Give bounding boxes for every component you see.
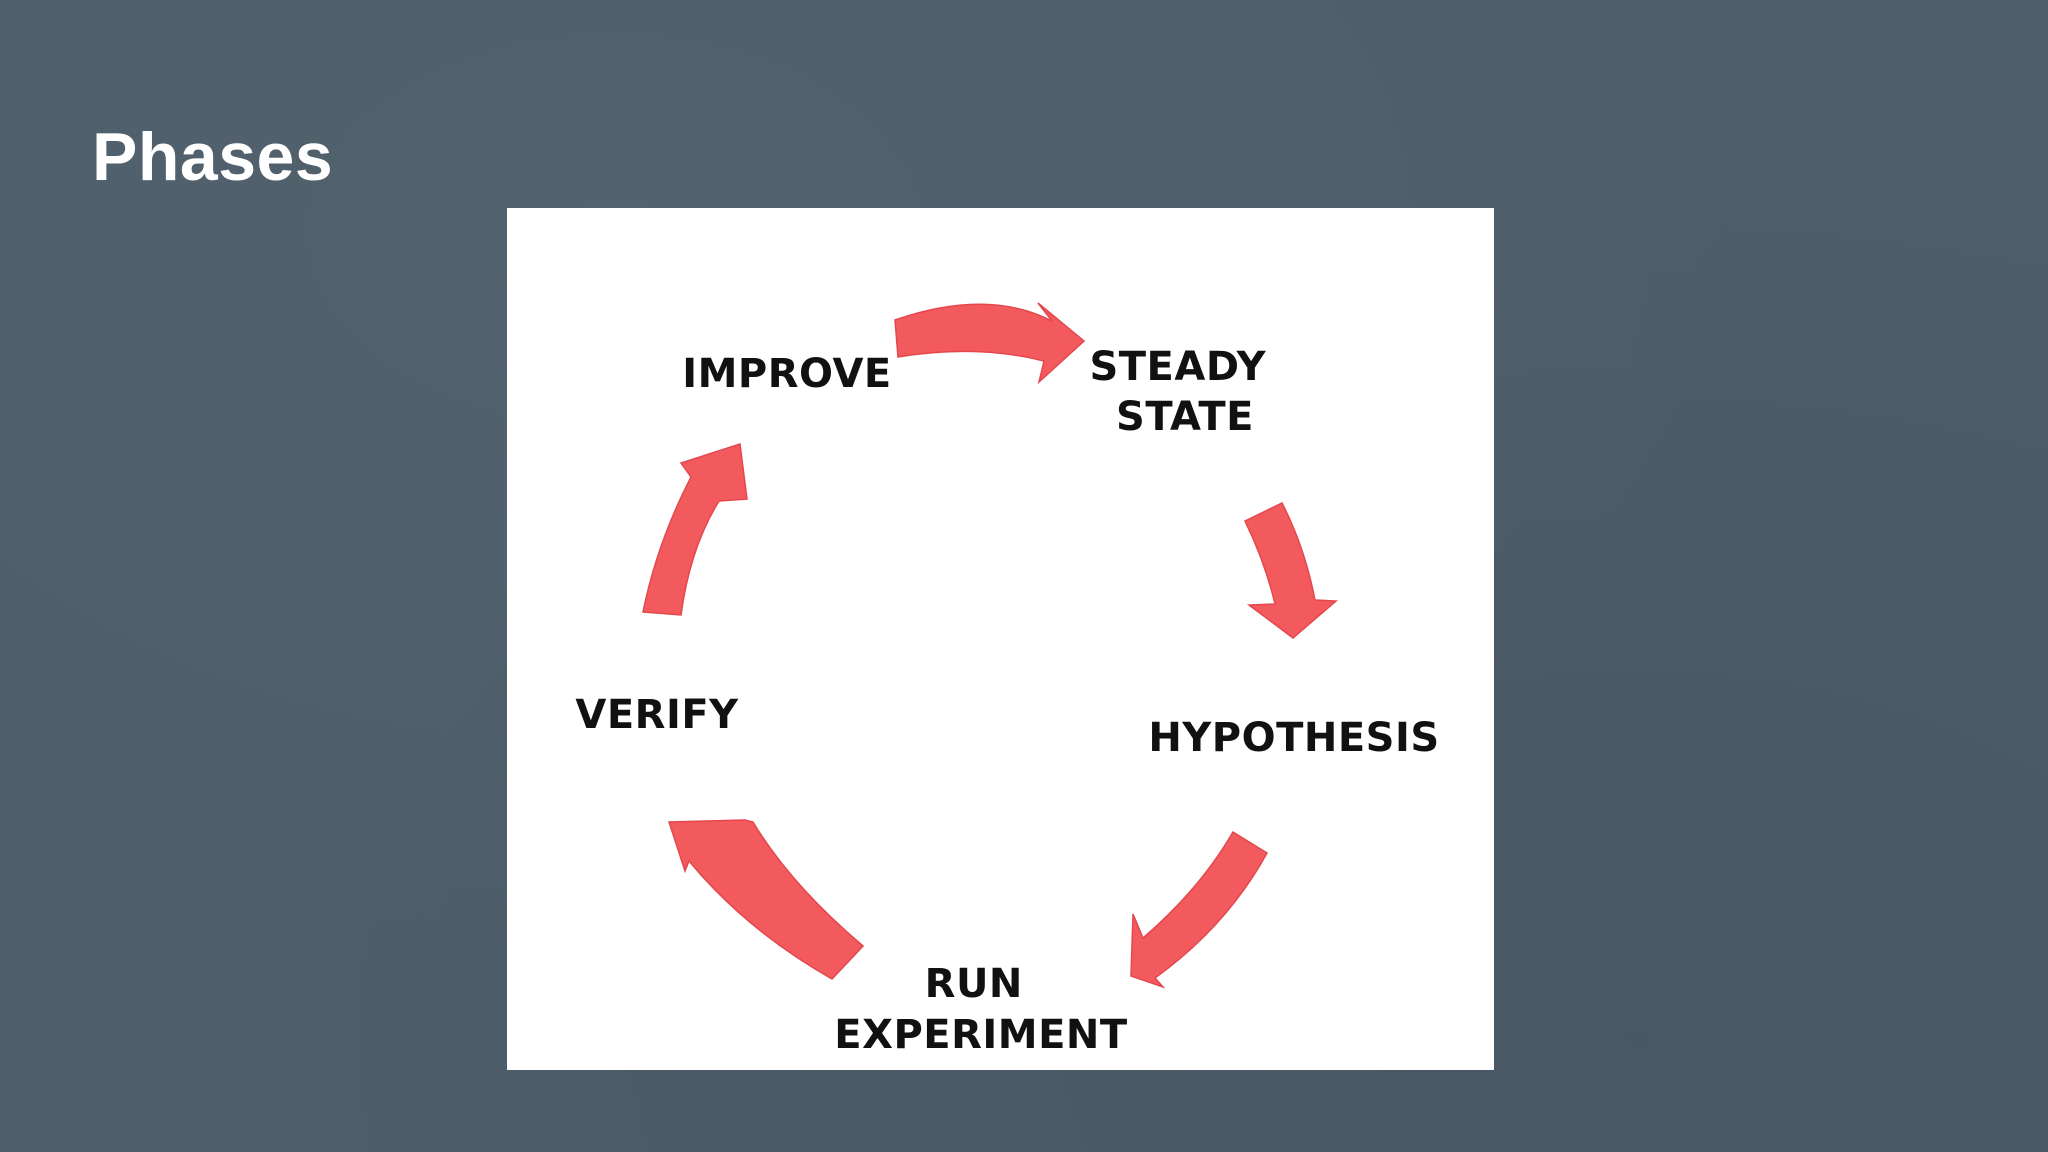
arrow-hypothesis-to-run-experiment [1130,830,1268,989]
arrow-improve-to-steady-state [894,302,1086,385]
cycle-diagram-panel: IMPROVE STEADY STATE HYPOTHESIS RUN EXPE… [507,208,1494,1070]
slide-title: Phases [92,119,334,195]
arrow-steady-state-to-hypothesis [1243,502,1338,639]
phase-label-verify: VERIFY [575,692,739,738]
phase-label-steady-state: STEADY STATE [1089,344,1280,440]
phase-label-hypothesis: HYPOTHESIS [1148,715,1439,761]
cycle-diagram: IMPROVE STEADY STATE HYPOTHESIS RUN EXPE… [575,302,1439,1058]
arrow-run-experiment-to-verify [667,819,865,980]
phase-label-run-experiment: RUN EXPERIMENT [834,961,1128,1058]
phase-label-improve: IMPROVE [682,351,892,397]
arrow-verify-to-improve [642,443,748,616]
